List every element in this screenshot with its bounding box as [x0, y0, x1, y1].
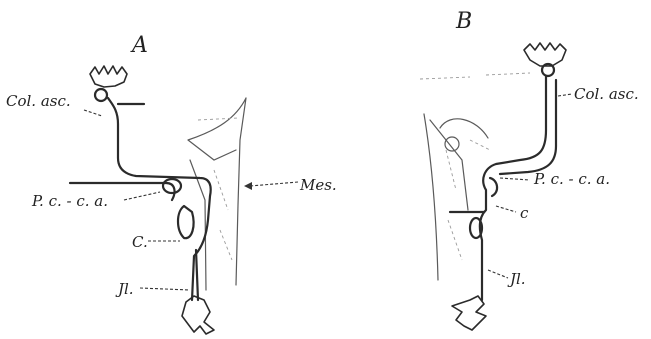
arrow-mes-a: [244, 182, 252, 190]
leader-col-asc-b: [558, 94, 572, 96]
label-pc-ca-b: P. c. - c. a.: [533, 170, 610, 188]
caecum-a: [178, 206, 194, 238]
mesentery-shading-b: [446, 140, 490, 260]
cut-end-top-b: [524, 43, 566, 66]
panel-b: B Col. asc. P. c. - c. a. c Jl.: [420, 9, 639, 330]
leader-mes-a: [250, 182, 298, 186]
leader-pc-ca-a: [124, 192, 160, 200]
label-col-asc-b: Col. asc.: [574, 85, 639, 103]
trace-top-b: [420, 73, 530, 79]
label-pc-ca-a: P. c. - c. a.: [31, 192, 108, 210]
colon-outline-inner-b: [500, 80, 556, 174]
label-c-a: C.: [132, 233, 148, 251]
cut-end-top-a: [90, 66, 127, 87]
leader-pc-ca-b: [500, 178, 530, 180]
panel-a: A Col. asc. P. c. - c. a. Mes. C. Jl.: [6, 33, 337, 334]
leader-c-b: [496, 206, 516, 212]
label-col-asc-a: Col. asc.: [6, 92, 71, 110]
colon-outline-a: [108, 98, 211, 300]
mes-circle-b: [445, 137, 459, 151]
bubble-b: [490, 178, 497, 196]
colon-outline-b: [480, 76, 546, 300]
cut-end-bottom-b: [452, 296, 486, 330]
label-mes-a: Mes.: [299, 176, 337, 194]
leader-il-b: [488, 270, 508, 278]
cut-end-knot-a: [95, 89, 107, 101]
panel-b-letter: B: [455, 9, 472, 34]
label-il-a: Jl.: [115, 280, 134, 298]
leader-col-asc-a: [84, 110, 102, 116]
leader-il-a: [140, 288, 190, 290]
cut-end-bottom-a: [182, 296, 214, 334]
label-il-b: Jl.: [507, 270, 526, 288]
label-c-b: c: [520, 204, 529, 222]
panel-a-letter: A: [130, 33, 148, 58]
